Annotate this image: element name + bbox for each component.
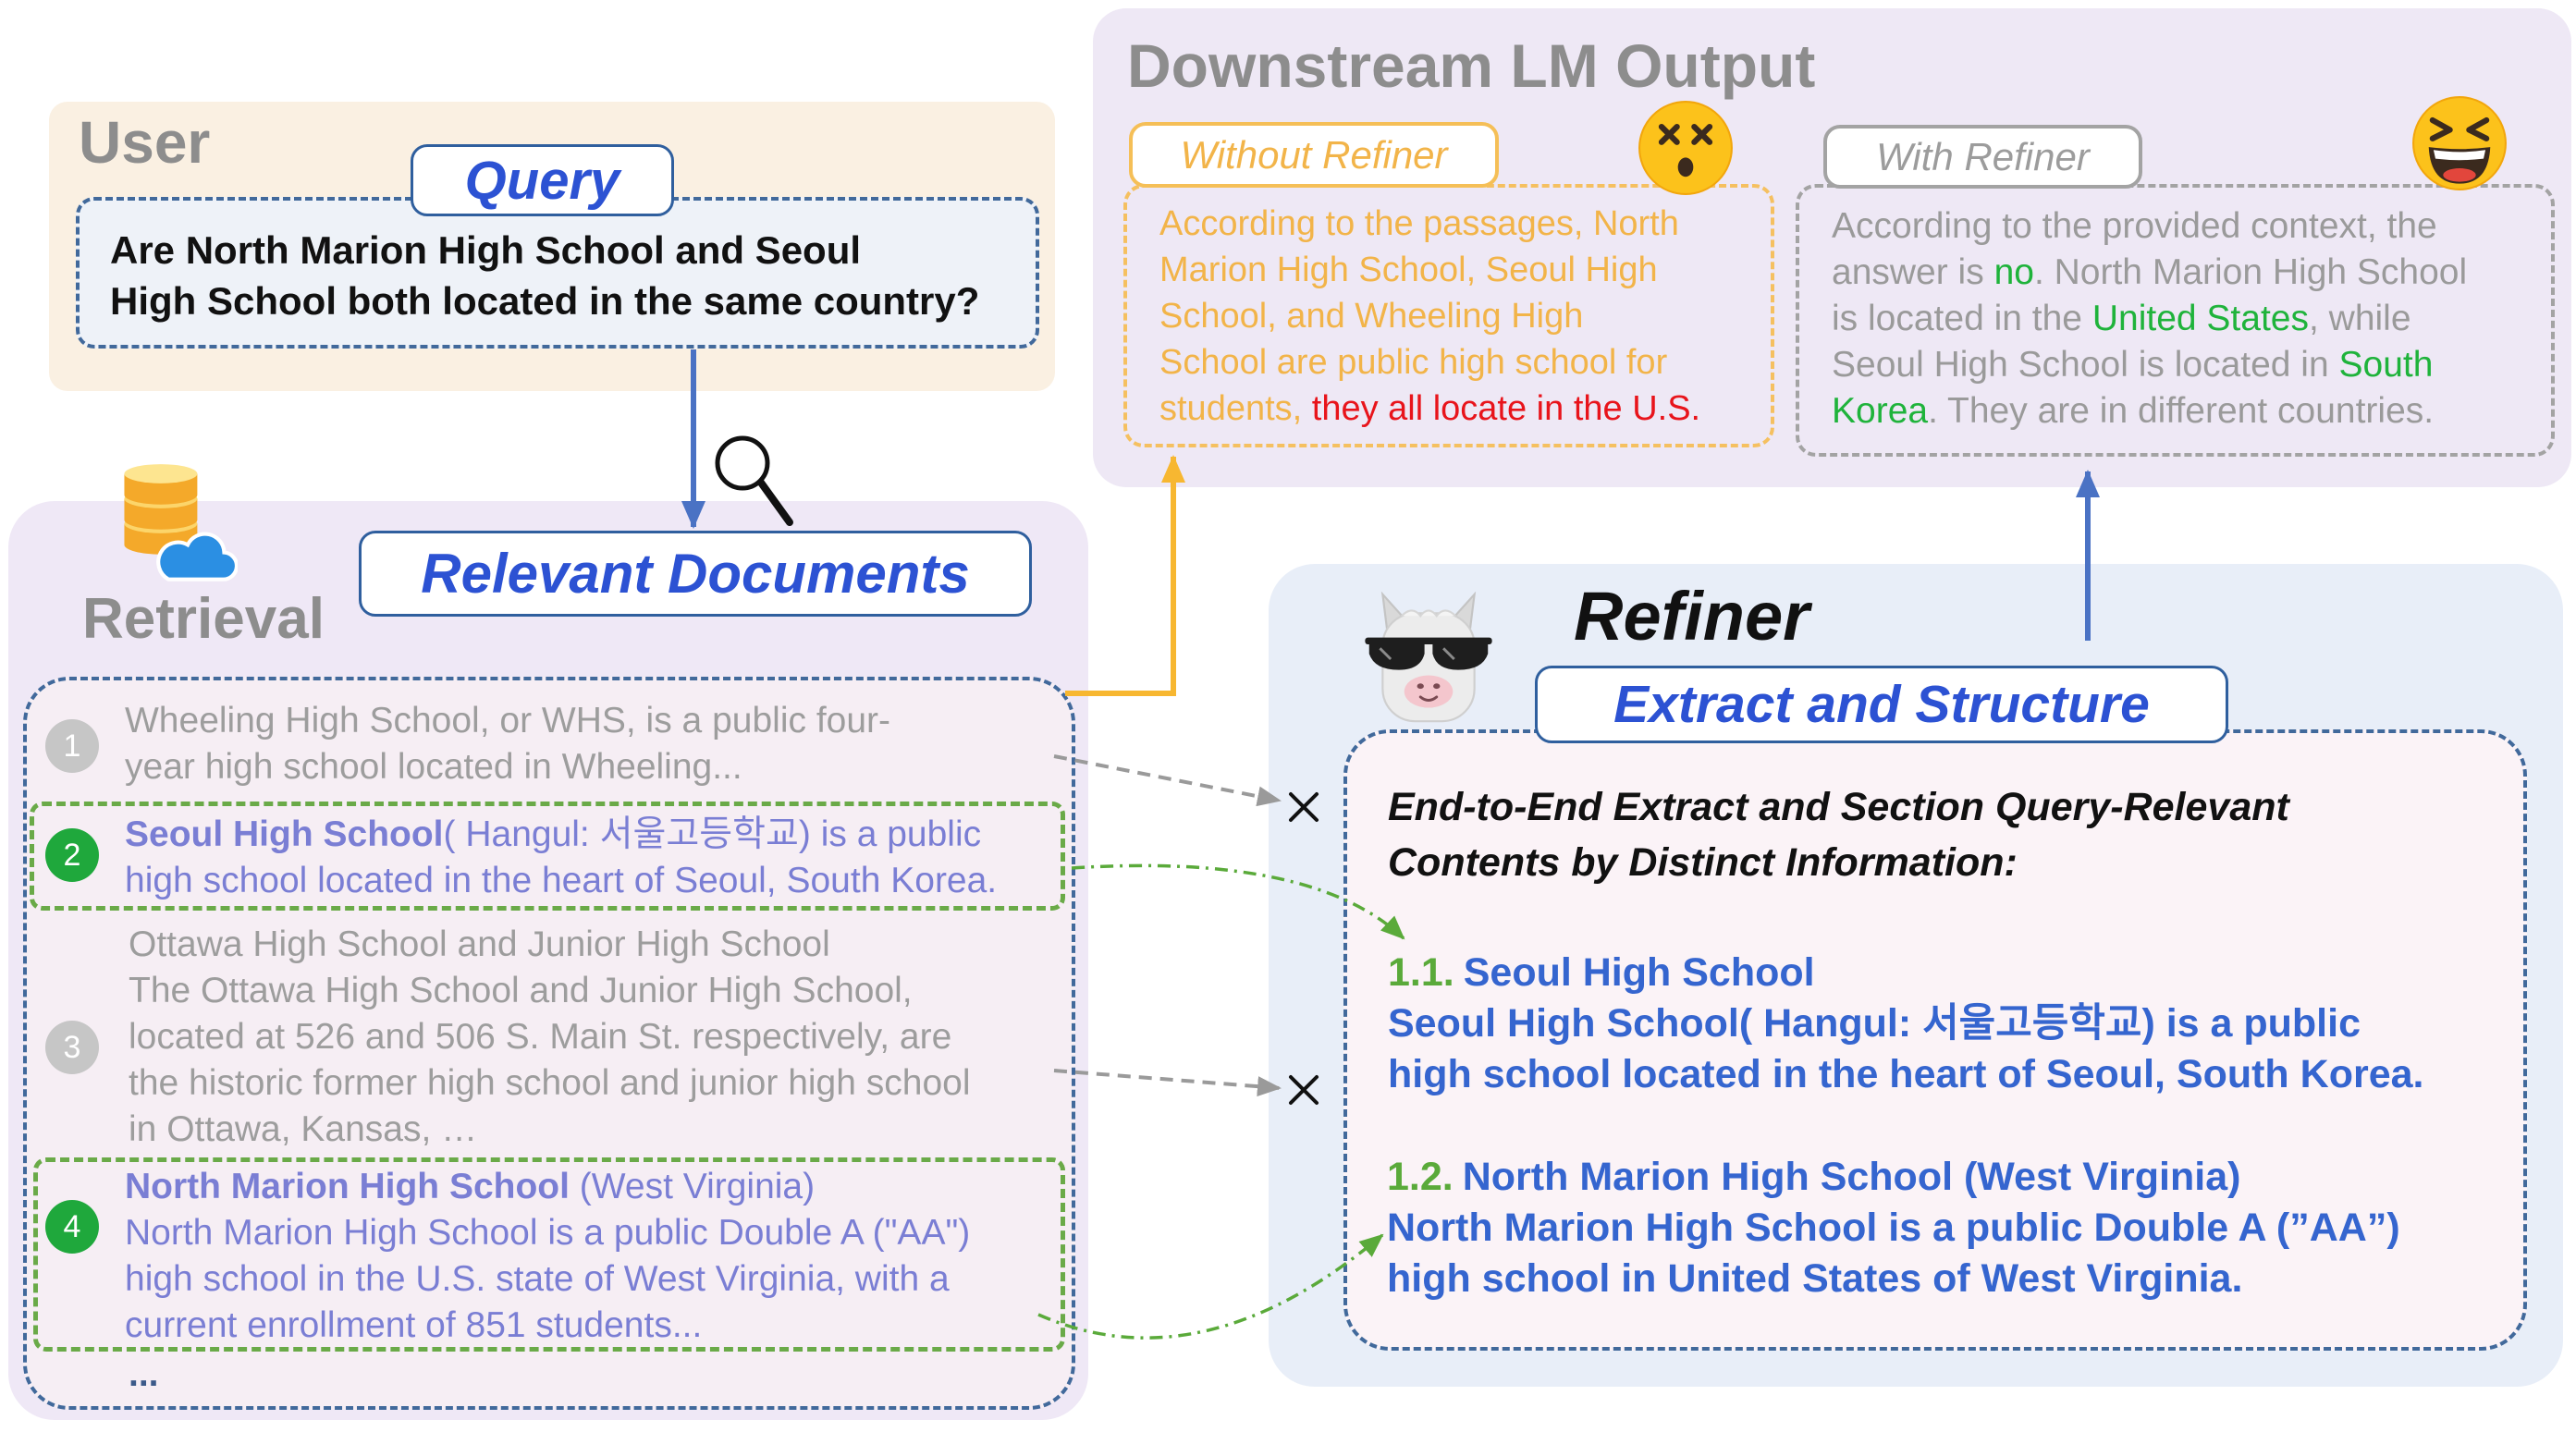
query-tab: Query	[411, 144, 674, 216]
section-line: North Marion High School is a public Dou…	[1387, 1206, 2400, 1250]
document-line: The Ottawa High School and Junior High S…	[129, 971, 913, 1010]
section-line: high school in United States of West Vir…	[1387, 1256, 2243, 1301]
answer-line: School, and Wheeling High	[1159, 297, 1584, 336]
correct-highlight: no	[1993, 252, 2034, 292]
documents-box	[23, 677, 1075, 1410]
answer-line: School are public high school for	[1159, 343, 1668, 382]
section-number: 1.2.	[1387, 1155, 1454, 1199]
relevant-document-highlight	[30, 802, 1065, 911]
answer-text: answer is	[1832, 252, 1994, 292]
answer-line: answer is no. North Marion High School	[1832, 250, 2467, 296]
section-number: 1.1.	[1388, 950, 1454, 995]
document-2: Seoul High School( Hangul: 서울고등학교) is a …	[125, 812, 997, 904]
document-line: located at 526 and 506 S. Main St. respe…	[129, 1017, 952, 1057]
answer-text: students,	[1159, 389, 1312, 428]
without-refiner-answer: According to the passages, North Marion …	[1159, 201, 1700, 432]
instruction-line: End-to-End Extract and Section Query-Rel…	[1388, 785, 2289, 829]
document-title: Seoul High School	[125, 814, 444, 854]
user-title: User	[79, 109, 211, 176]
with-refiner-answer: According to the provided context, the a…	[1832, 203, 2467, 434]
document-line: Ottawa High School and Junior High Schoo…	[129, 924, 830, 964]
database-cloud-icon	[113, 462, 239, 587]
answer-line: Korea. They are in different countries.	[1832, 388, 2467, 434]
document-line: North Marion High School (West Virginia)	[125, 1164, 970, 1210]
downstream-output-panel	[1093, 8, 2571, 487]
section-line: high school located in the heart of Seou…	[1388, 1052, 2424, 1096]
document-line: high school in the U.S. state of West Vi…	[125, 1259, 950, 1299]
refiner-instruction: End-to-End Extract and Section Query-Rel…	[1388, 779, 2289, 890]
document-line: the historic former high school and juni…	[129, 1063, 971, 1103]
document-line: year high school located in Wheeling...	[125, 747, 742, 787]
laughing-face-icon	[2411, 95, 2508, 191]
section-heading: 1.2.North Marion High School (West Virgi…	[1387, 1152, 2400, 1203]
answer-line: According to the passages, North	[1159, 204, 1679, 243]
llama-sunglasses-icon	[1361, 591, 1496, 727]
with-refiner-tab: With Refiner	[1823, 125, 2142, 189]
refiner-output-box	[1343, 729, 2527, 1351]
answer-text: is located in the	[1832, 299, 2092, 338]
query-text: Are North Marion High School and Seoul H…	[110, 225, 979, 326]
with-refiner-box	[1796, 184, 2555, 457]
magnifier-icon	[712, 430, 800, 532]
wrong-claim-highlight: they all locate in the U.S.	[1311, 389, 1701, 428]
answer-line: is located in the United States, while	[1832, 296, 2467, 342]
refiner-section-1: 1.1.Seoul High School Seoul High School(…	[1388, 948, 2423, 1100]
dizzy-face-icon	[1638, 100, 1734, 196]
instruction-line: Contents by Distinct Information:	[1388, 840, 2018, 885]
downstream-output-title: Downstream LM Output	[1127, 31, 1816, 100]
section-title: North Marion High School (West Virginia)	[1462, 1155, 2241, 1199]
refiner-section-2: 1.2.North Marion High School (West Virgi…	[1387, 1152, 2400, 1304]
document-line: North Marion High School is a public Dou…	[125, 1213, 971, 1253]
query-line: High School both located in the same cou…	[110, 279, 980, 323]
answer-text: Seoul High School is located in	[1832, 345, 2339, 385]
document-text: ( Hangul: 서울고등학교) is a public	[443, 814, 982, 854]
document-number-badge: 1	[45, 719, 99, 773]
answer-line: Seoul High School is located in South	[1832, 342, 2467, 388]
section-line: Seoul High School( Hangul: 서울고등학교) is a …	[1388, 1001, 2361, 1046]
document-line: current enrollment of 851 students...	[125, 1305, 703, 1345]
section-heading: 1.1.Seoul High School	[1388, 948, 2423, 998]
correct-highlight: Korea	[1832, 391, 1929, 431]
answer-line: students, they all locate in the U.S.	[1159, 386, 1700, 432]
answer-line: Marion High School, Seoul High	[1159, 251, 1658, 289]
document-3: Ottawa High School and Junior High Schoo…	[129, 922, 971, 1153]
answer-text: . North Marion High School	[2033, 252, 2468, 292]
query-line: Are North Marion High School and Seoul	[110, 228, 862, 272]
document-number-badge: 4	[45, 1200, 99, 1254]
answer-text: . They are in different countries.	[1928, 391, 2435, 431]
answer-text: , while	[2308, 299, 2411, 338]
correct-highlight: United States	[2091, 299, 2309, 338]
document-number-badge: 2	[45, 828, 99, 882]
without-refiner-tab: Without Refiner	[1129, 122, 1499, 188]
document-1: Wheeling High School, or WHS, is a publi…	[125, 698, 890, 790]
document-4: North Marion High School (West Virginia)…	[125, 1164, 970, 1349]
more-documents-ellipsis: ...	[129, 1354, 159, 1394]
document-line: Seoul High School( Hangul: 서울고등학교) is a …	[125, 812, 997, 858]
query-box	[76, 197, 1039, 349]
extract-and-structure-tab: Extract and Structure	[1535, 666, 2228, 743]
correct-highlight: South	[2338, 345, 2434, 385]
document-line: in Ottawa, Kansas, …	[129, 1109, 478, 1149]
document-title-suffix: (West Virginia)	[569, 1167, 816, 1206]
document-line: high school located in the heart of Seou…	[125, 861, 998, 900]
document-line: Wheeling High School, or WHS, is a publi…	[125, 701, 891, 740]
document-number-badge: 3	[45, 1021, 99, 1074]
answer-line: According to the provided context, the	[1832, 206, 2437, 246]
retrieval-title: Retrieval	[82, 587, 325, 651]
document-title: North Marion High School	[125, 1167, 570, 1206]
relevant-documents-tab: Relevant Documents	[359, 531, 1032, 617]
refiner-title: Refiner	[1574, 578, 1809, 655]
section-title: Seoul High School	[1463, 950, 1815, 995]
